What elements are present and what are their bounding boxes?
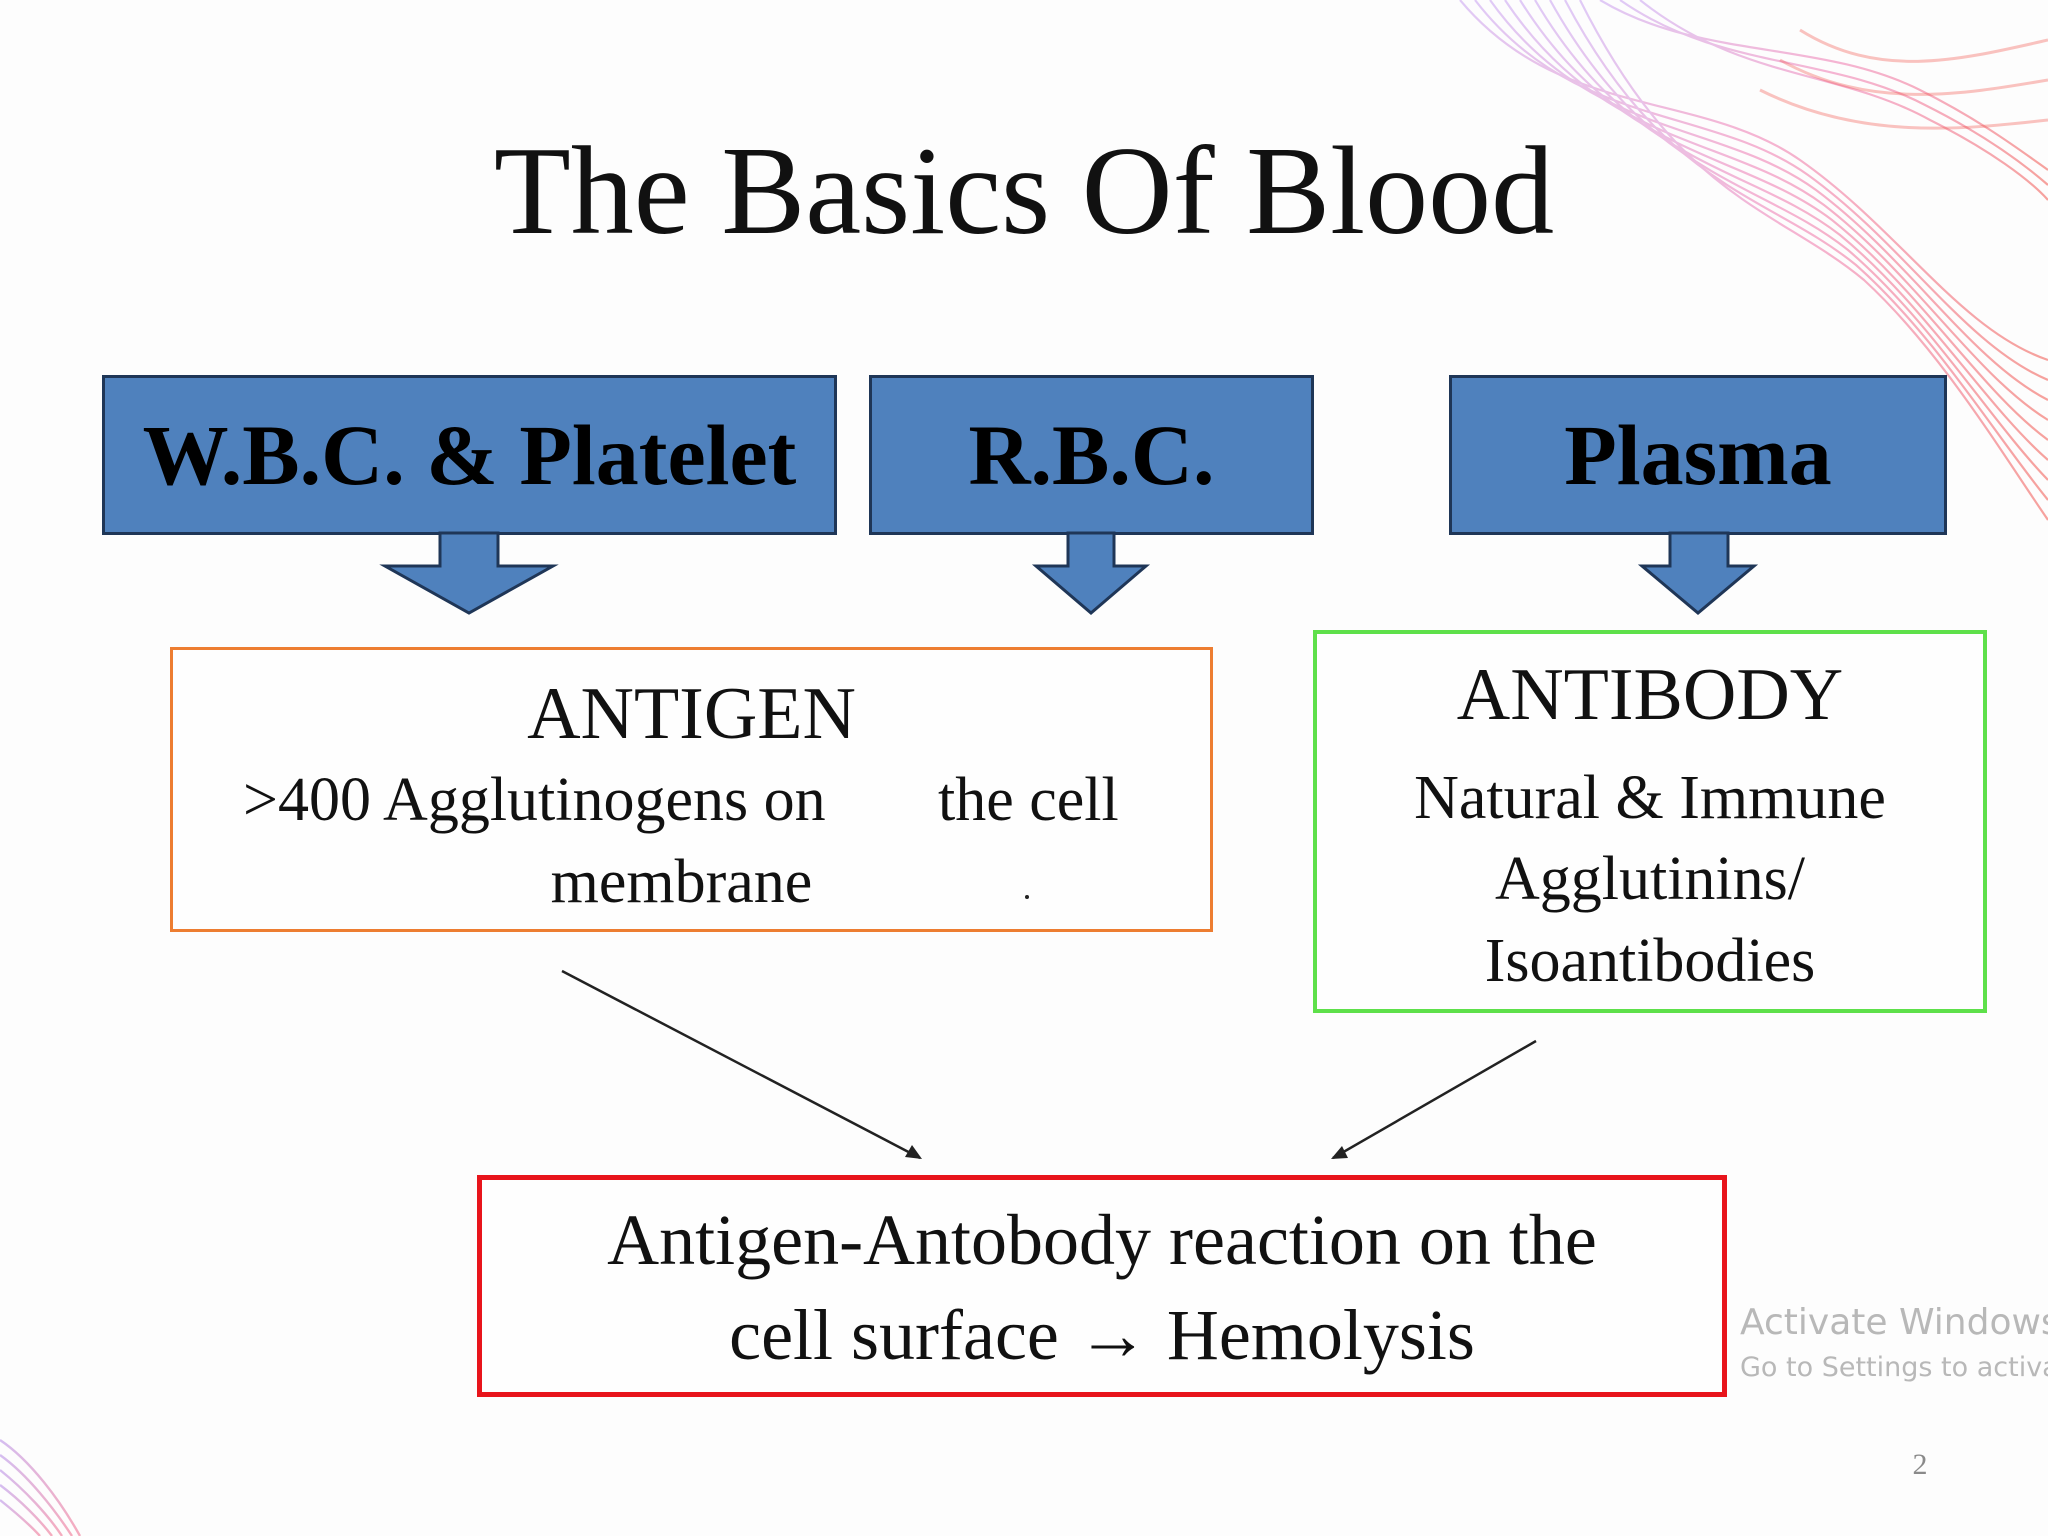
down-arrow-icon — [1031, 531, 1151, 615]
slide-title: The Basics Of Blood — [493, 122, 1555, 261]
antigen-heading: ANTIGEN — [527, 673, 856, 755]
activation-watermark-title: Activate Windows — [1740, 1302, 2048, 1343]
category-label-rbc: R.B.C. — [968, 407, 1215, 503]
arrowhead-icon — [1331, 1146, 1348, 1159]
antibody-line-3: Isoantibodies — [1484, 927, 1816, 995]
antibody-line-1: Natural & Immune — [1414, 764, 1886, 832]
down-arrow-icon — [1637, 531, 1759, 615]
antigen-box — [170, 647, 1213, 932]
page-number: 2 — [1912, 1448, 1928, 1481]
connector-line-antigen-to-reaction — [561, 969, 921, 1160]
antigen-line-1a: >400 Agglutinogens on — [243, 766, 826, 834]
antigen-line-2-text: membrane — [550, 848, 813, 916]
category-box-rbc: R.B.C. — [869, 375, 1314, 535]
category-box-wbc-platelet: W.B.C. & Platelet — [102, 375, 837, 535]
antibody-box — [1313, 630, 1987, 1013]
category-box-plasma: Plasma — [1449, 375, 1947, 535]
stray-dot — [1025, 895, 1029, 899]
antigen-line-2: membrane — [170, 847, 1213, 917]
antibody-line-2: Agglutinins/ — [1494, 845, 1806, 913]
reaction-line-2: cell surface → Hemolysis — [729, 1295, 1475, 1375]
down-arrow-icon — [379, 531, 559, 615]
reaction-line-1: Antigen-Antobody reaction on the — [607, 1200, 1597, 1280]
arrowhead-icon — [905, 1145, 922, 1159]
antigen-line-1b: the cell — [938, 766, 1119, 834]
connector-line-antibody-to-reaction — [1332, 1039, 1537, 1160]
category-label-plasma: Plasma — [1564, 407, 1832, 503]
antibody-heading: ANTIBODY — [1456, 654, 1844, 736]
reaction-box: Antigen-Antobody reaction on the cell su… — [477, 1175, 1727, 1397]
category-label-wbc-platelet: W.B.C. & Platelet — [142, 407, 797, 503]
activation-watermark-subtitle: Go to Settings to activate Windows. — [1740, 1352, 2048, 1383]
